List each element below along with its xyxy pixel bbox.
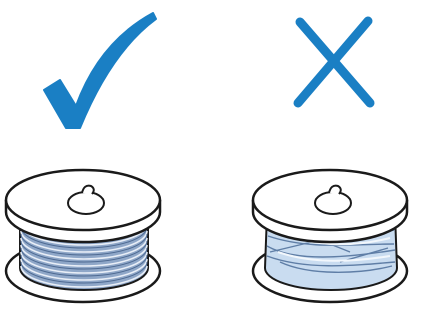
cross-icon (298, 21, 370, 103)
checkmark-icon (44, 13, 156, 128)
bobbin-evenly-wound (6, 170, 160, 302)
bobbin-unevenly-wound (253, 170, 407, 302)
